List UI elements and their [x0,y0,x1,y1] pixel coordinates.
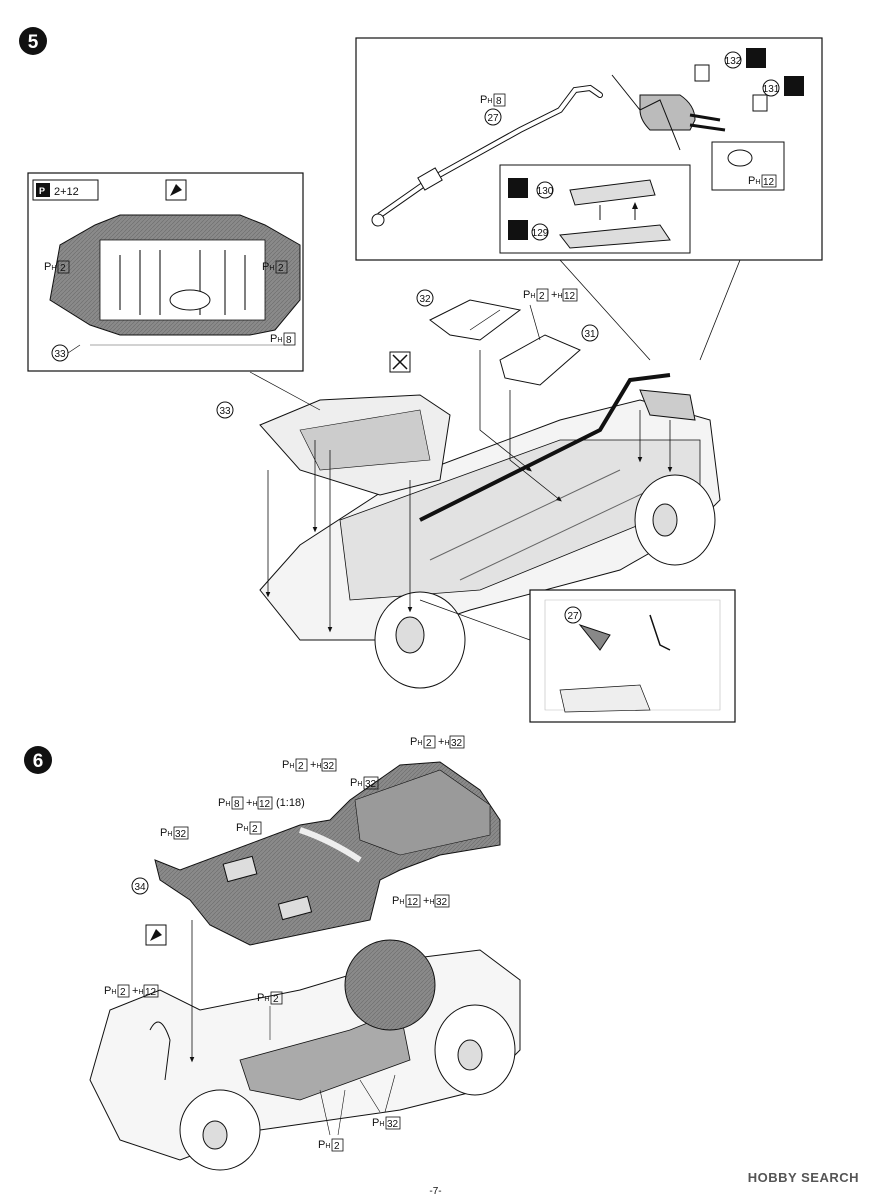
floor-tub: 34 PH 2 +H 32 PH 2 +H 32 PH 32 PH 8 +H 1… [131,735,501,946]
chassis-label-left-b: 12 [145,987,157,998]
muffler-tip-b [752,94,768,112]
part-129: 129 [532,228,549,239]
part-130: 130 [537,186,554,197]
inset-exhaust-detail: 27 [419,589,736,723]
chassis-label-bottom: 2 [334,1141,340,1152]
exhaust-paint-label: 8 [496,96,502,107]
inset-label-bottom: 8 [286,335,292,346]
inset-part-number: 33 [54,349,66,360]
chassis-label-center: 2 [273,994,279,1005]
svg-text:PH: PH [104,985,116,997]
inset-paint-code: 2+12 [54,186,79,198]
step-5-number: 5 [28,32,39,53]
exhaust-pipe-part: 27 [487,113,499,124]
part-32: 32 [419,294,431,305]
svg-text:PH: PH [282,759,294,771]
page-number: -7- [429,1186,442,1197]
tub-label-tr-a: 2 [426,738,432,749]
chassis-label-right: 32 [387,1119,399,1130]
tub-label-tr-b: 32 [451,738,463,749]
tub-label-center: 2 [252,824,258,835]
tub-label-tunnel-a: 8 [234,799,240,810]
tub-label-tunnel-b: 12 [259,799,271,810]
chassis-step5: 33 [216,350,721,689]
watermark: HOBBY SEARCH [747,1170,859,1185]
svg-text:PH: PH [318,1139,330,1151]
svg-text:P: P [39,186,45,196]
step-6: 6 34 PH 2 +H 32 PH 2 +H 32 PH [24,735,521,1171]
svg-text:PH: PH [410,736,422,748]
tub-label-side-b: 32 [436,897,448,908]
svg-text:+H: +H [246,797,258,809]
floor-panels: 32 31 PH 2 +H 12 [416,288,599,386]
part-132: 132 [725,56,742,67]
svg-text:PH: PH [257,992,269,1004]
step-5-badge [19,27,47,55]
inset-exhaust: PH 8 27 132 131 PH 12 [355,37,823,261]
inset-subframe: P 2+12 PH 2 PH 2 PH 8 33 [27,172,304,372]
tub-label-mid-b: 32 [323,761,335,772]
svg-text:+H: +H [438,736,450,748]
part-31: 31 [584,329,596,340]
svg-text:PH: PH [350,777,362,789]
step-6-badge [24,746,52,774]
chassis-step6: PH 2 +H 12 PH 2 PH 2 PH 32 [89,920,521,1171]
muffler-paint-label: 12 [763,177,775,188]
chassis-part-33: 33 [219,406,231,417]
svg-text:+H: +H [423,895,435,907]
svg-text:+H: +H [551,289,563,301]
paint-swatch-icon [746,48,766,68]
tub-label-mid-a: 2 [298,761,304,772]
svg-text:PH: PH [218,797,230,809]
tub-part-34: 34 [134,882,146,893]
svg-text:PH: PH [372,1117,384,1129]
tub-label-right: 32 [365,779,377,790]
step-6-number: 6 [33,751,44,772]
inset-label-left: 2 [60,263,66,274]
chassis-label-left-a: 2 [120,987,126,998]
inset-label-right: 2 [278,263,284,274]
panel-paint-extra: 12 [564,291,576,302]
svg-text:PH: PH [160,827,172,839]
svg-text:PH: PH [236,822,248,834]
muffler-tip-a [694,64,710,82]
svg-text:+H: +H [310,759,322,771]
tub-label-left: 32 [175,829,187,840]
svg-text:PH: PH [392,895,404,907]
paint-swatch-icon-2 [784,76,804,96]
panel-paint: 2 [539,291,545,302]
svg-text:PH: PH [523,289,535,301]
tub-label-side-a: 12 [407,897,419,908]
step-5: 5 P 2+12 PH 2 PH 2 PH [19,27,823,723]
part-131: 131 [763,84,780,95]
detail-part-27: 27 [567,611,579,622]
svg-text:+H: +H [132,985,144,997]
tub-label-ratio: (1:18) [276,797,305,809]
